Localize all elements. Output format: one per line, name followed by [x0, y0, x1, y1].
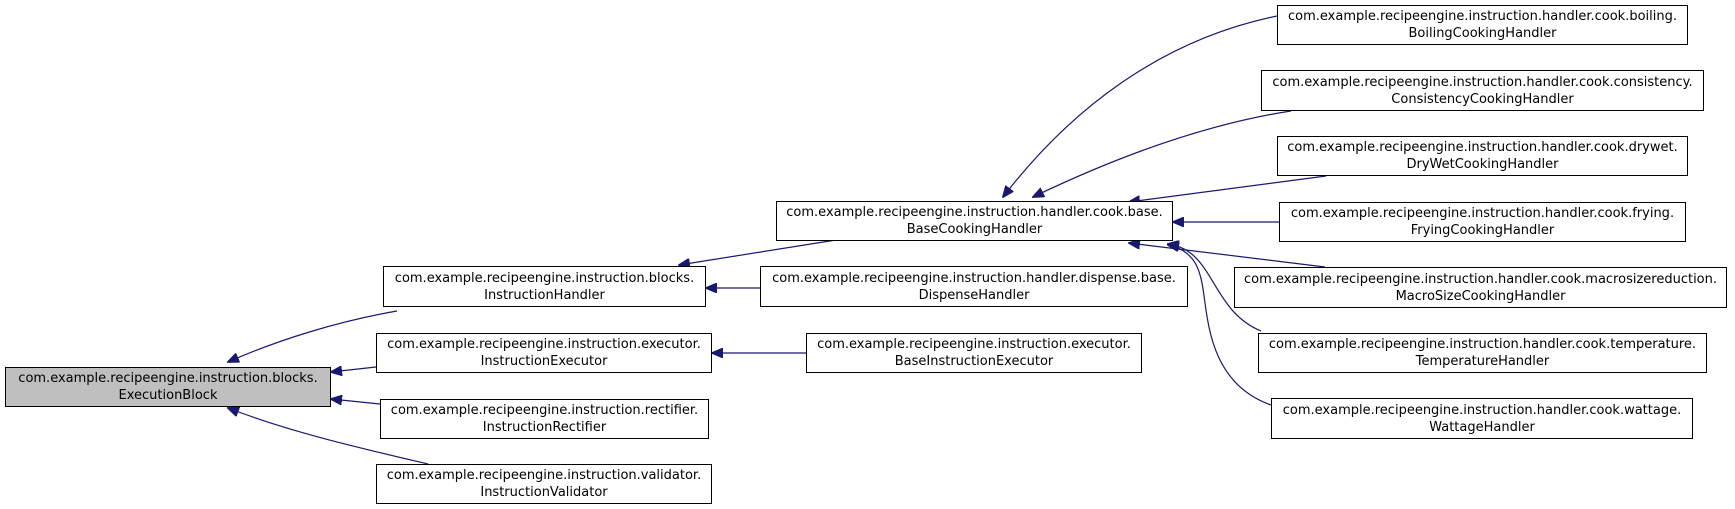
edge-instruction-executor-to-execution-block	[331, 367, 377, 372]
node-class-label: BaseInstructionExecutor	[894, 354, 1054, 369]
node-wattage-handler[interactable]: com.example.recipeengine.instruction.han…	[1271, 398, 1693, 439]
node-package-label: com.example.recipeengine.instruction.exe…	[817, 337, 1131, 352]
edge-boiling-to-base-cooking-handler	[1003, 15, 1278, 197]
node-class-label: DispenseHandler	[918, 287, 1030, 303]
node-class-label: ExecutionBlock	[118, 388, 218, 403]
node-package-label: com.example.recipeengine.instruction.han…	[1268, 337, 1697, 352]
node-class-label: TemperatureHandler	[1415, 354, 1550, 369]
node-class-label: InstructionExecutor	[480, 354, 608, 369]
edge-temperature-to-base-cooking-handler	[1168, 244, 1262, 332]
edge-drywet-to-base-cooking-handler	[1129, 175, 1327, 202]
node-macrosize-cooking-handler[interactable]: com.example.recipeengine.instruction.han…	[1234, 267, 1727, 308]
node-package-label: com.example.recipeengine.instruction.blo…	[394, 270, 695, 286]
node-package-label: com.example.recipeengine.instruction.han…	[1290, 206, 1675, 221]
node-consistency-cooking-handler[interactable]: com.example.recipeengine.instruction.han…	[1261, 70, 1704, 111]
edge-instruction-handler-to-execution-block	[228, 310, 398, 362]
node-package-label: com.example.recipeengine.instruction.han…	[1282, 402, 1682, 418]
node-package-label: com.example.recipeengine.instruction.exe…	[387, 337, 701, 352]
node-package-label: com.example.recipeengine.instruction.han…	[1288, 9, 1677, 24]
node-class-label: BoilingCookingHandler	[1408, 26, 1557, 41]
edge-base-cooking-handler-to-instruction-handler	[679, 239, 837, 265]
node-package-label: com.example.recipeengine.instruction.val…	[386, 468, 702, 483]
edge-instruction-rectifier-to-execution-block	[331, 399, 381, 404]
node-package-label: com.example.recipeengine.instruction.rec…	[390, 403, 699, 418]
node-instruction-handler[interactable]: com.example.recipeengine.instruction.blo…	[383, 266, 706, 307]
edge-macrosize-to-base-cooking-handler	[1129, 243, 1326, 268]
node-base-cooking-handler[interactable]: com.example.recipeengine.instruction.han…	[776, 201, 1173, 241]
edge-wattage-to-base-cooking-handler	[1168, 245, 1272, 406]
node-package-label: com.example.recipeengine.instruction.han…	[1272, 74, 1693, 90]
node-class-label: DryWetCookingHandler	[1406, 157, 1559, 172]
node-package-label: com.example.recipeengine.instruction.han…	[1243, 271, 1718, 287]
node-class-label: InstructionValidator	[480, 485, 608, 500]
edge-consistency-to-base-cooking-handler	[1033, 110, 1292, 197]
node-package-label: com.example.recipeengine.instruction.blo…	[18, 371, 318, 386]
node-class-label: InstructionHandler	[484, 287, 605, 303]
node-base-instruction-executor[interactable]: com.example.recipeengine.instruction.exe…	[806, 333, 1142, 373]
node-frying-cooking-handler[interactable]: com.example.recipeengine.instruction.han…	[1279, 202, 1686, 242]
node-execution-block: com.example.recipeengine.instruction.blo…	[5, 367, 331, 407]
node-class-label: WattageHandler	[1429, 419, 1535, 435]
node-class-label: FryingCookingHandler	[1410, 223, 1555, 238]
node-class-label: InstructionRectifier	[482, 420, 607, 435]
node-class-label: MacroSizeCookingHandler	[1395, 288, 1566, 304]
edge-instruction-validator-to-execution-block	[228, 408, 429, 465]
node-drywet-cooking-handler[interactable]: com.example.recipeengine.instruction.han…	[1277, 136, 1688, 176]
node-package-label: com.example.recipeengine.instruction.han…	[772, 270, 1176, 286]
node-instruction-validator[interactable]: com.example.recipeengine.instruction.val…	[376, 464, 712, 504]
node-instruction-executor[interactable]: com.example.recipeengine.instruction.exe…	[376, 333, 712, 373]
node-dispense-handler[interactable]: com.example.recipeengine.instruction.han…	[760, 266, 1188, 307]
node-boiling-cooking-handler[interactable]: com.example.recipeengine.instruction.han…	[1277, 5, 1688, 45]
node-instruction-rectifier[interactable]: com.example.recipeengine.instruction.rec…	[380, 399, 709, 439]
node-class-label: BaseCookingHandler	[906, 222, 1043, 237]
node-package-label: com.example.recipeengine.instruction.han…	[1287, 140, 1678, 155]
node-class-label: ConsistencyCookingHandler	[1391, 91, 1574, 107]
node-temperature-handler[interactable]: com.example.recipeengine.instruction.han…	[1258, 333, 1707, 373]
node-package-label: com.example.recipeengine.instruction.han…	[786, 205, 1163, 220]
